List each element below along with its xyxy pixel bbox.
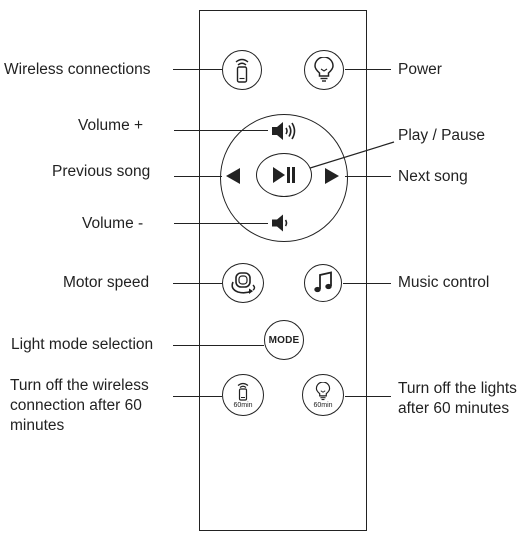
- mode-button-label: MODE: [268, 334, 300, 346]
- wireless-button[interactable]: [222, 50, 262, 90]
- leader-line-music: [343, 283, 391, 284]
- leader-line-volume-minus: [174, 223, 268, 224]
- wireless-timer-button[interactable]: 60min: [222, 374, 264, 416]
- next-song-button[interactable]: [324, 167, 340, 185]
- label-wireless-connections: Wireless connections: [4, 61, 151, 78]
- speaker-up-icon: [272, 122, 296, 140]
- label-turn-off-wireless: Turn off the wireless connection after 6…: [10, 377, 149, 434]
- label-play-pause: Play / Pause: [398, 127, 486, 144]
- motor-speed-button[interactable]: [222, 263, 264, 303]
- label-power: Power: [398, 61, 442, 78]
- rotation-icon: [231, 272, 256, 294]
- previous-song-button[interactable]: [225, 167, 241, 185]
- lightbulb-icon: [315, 381, 331, 400]
- leader-line-wireless: [173, 69, 222, 70]
- label-light-mode-selection: Light mode selection: [11, 336, 154, 353]
- leader-line-wireless-timer: [173, 396, 222, 397]
- navigation-ring: [220, 114, 348, 242]
- mode-button[interactable]: MODE: [264, 320, 304, 360]
- triangle-right-icon: [325, 168, 339, 184]
- leader-line-power: [345, 69, 391, 70]
- music-control-button[interactable]: [304, 264, 342, 302]
- phone-wireless-icon: [237, 382, 249, 401]
- label-next-song: Next song: [398, 168, 468, 185]
- speaker-down-icon: [272, 214, 288, 232]
- label-turn-off-lights: Turn off the lights after 60 minutes: [398, 380, 517, 417]
- label-previous-song: Previous song: [52, 163, 151, 180]
- timer-label-lights: 60min: [313, 401, 333, 409]
- leader-line-previous: [174, 176, 222, 177]
- volume-up-button[interactable]: [270, 120, 298, 142]
- phone-wireless-icon: [235, 58, 249, 83]
- triangle-left-icon: [226, 168, 240, 184]
- music-note-icon: [314, 271, 332, 293]
- label-motor-speed: Motor speed: [63, 274, 150, 291]
- remote-control-body: [199, 10, 367, 531]
- leader-line-next: [345, 176, 391, 177]
- timer-label-wireless: 60min: [233, 402, 253, 409]
- label-music-control: Music control: [398, 274, 490, 291]
- play-pause-icon: [273, 167, 295, 183]
- leader-line-mode: [173, 345, 264, 346]
- lightbulb-icon: [314, 57, 334, 82]
- leader-line-motor: [173, 283, 222, 284]
- volume-down-button[interactable]: [270, 213, 290, 233]
- leader-line-lights-timer: [345, 396, 391, 397]
- lights-timer-button[interactable]: 60min: [302, 374, 344, 416]
- label-volume-minus: Volume -: [82, 215, 144, 232]
- play-pause-button[interactable]: [256, 153, 312, 197]
- leader-line-volume-plus: [174, 130, 268, 131]
- label-volume-plus: Volume +: [78, 117, 144, 134]
- power-button[interactable]: [304, 50, 344, 90]
